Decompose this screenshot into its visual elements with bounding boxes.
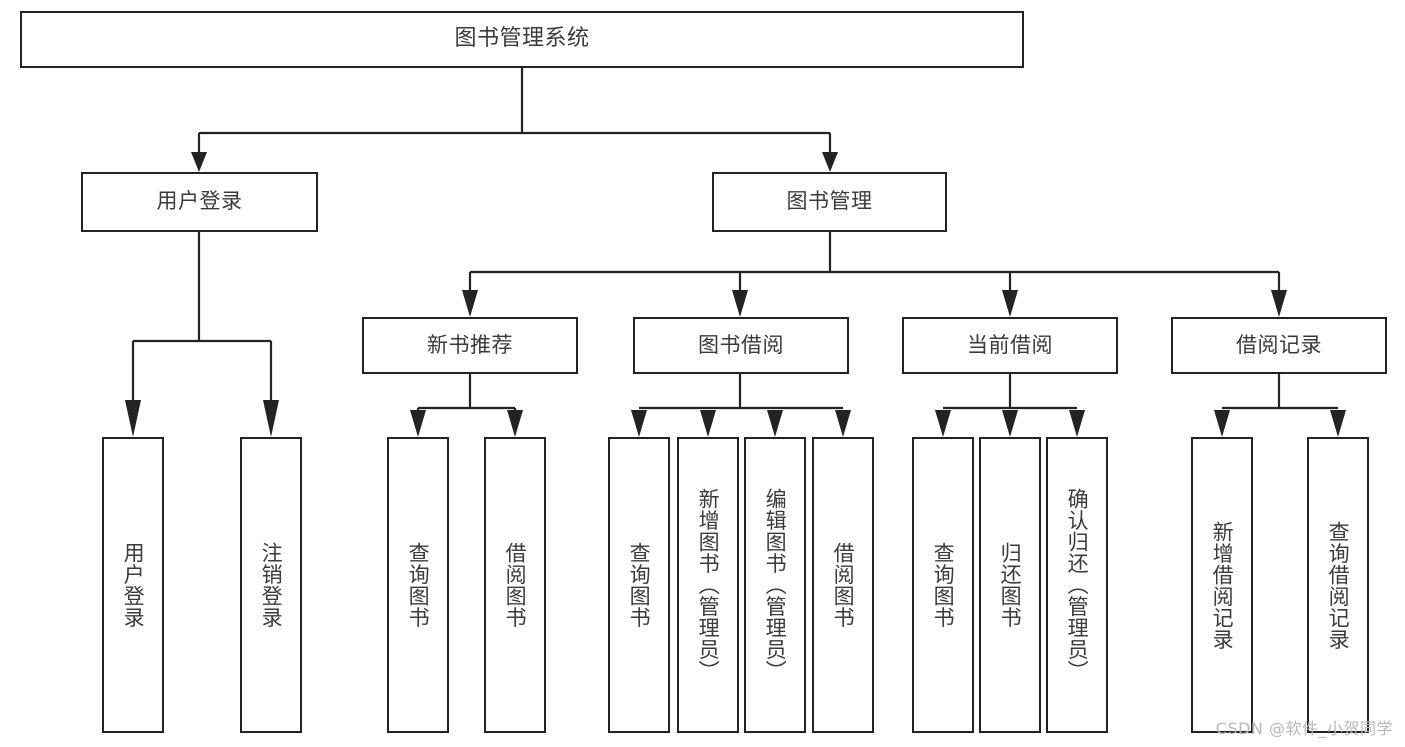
- leaf-nbr-borrow-book[interactable]: 借阅图书: [484, 437, 546, 733]
- node-user-login[interactable]: 用户登录: [81, 172, 318, 232]
- arrowhead-new-book: [462, 290, 478, 317]
- leaf-nbr-query-book[interactable]: 查询图书: [387, 437, 449, 733]
- arrowhead-nbr-leaf1: [410, 410, 426, 437]
- arrowhead-bb-leaf2: [700, 410, 716, 437]
- leaf-bb-add-book-admin[interactable]: 新增图书（管理员）: [677, 437, 739, 733]
- arrowhead-bb-leaf1: [631, 410, 647, 437]
- leaf-bb-edit-book-admin[interactable]: 编辑图书（管理员）: [744, 437, 806, 733]
- arrowhead-current-borrow: [1002, 290, 1018, 317]
- leaf-bb-query-book[interactable]: 查询图书: [608, 437, 670, 733]
- node-book-borrow[interactable]: 图书借阅: [633, 317, 849, 374]
- leaf-user-login[interactable]: 用户登录: [102, 437, 164, 733]
- leaf-cb-return-book[interactable]: 归还图书: [979, 437, 1041, 733]
- arrowhead-bb-leaf4: [835, 410, 851, 437]
- leaf-br-query-record[interactable]: 查询借阅记录: [1307, 437, 1369, 733]
- arrowhead-leaf-user-login: [125, 400, 141, 437]
- arrowhead-nbr-leaf2: [507, 410, 523, 437]
- leaf-cb-confirm-return-admin[interactable]: 确认归还（管理员）: [1046, 437, 1108, 733]
- arrowhead-br-leaf1: [1214, 410, 1230, 437]
- node-new-book-recommend[interactable]: 新书推荐: [362, 317, 578, 374]
- arrowhead-br-leaf2: [1330, 410, 1346, 437]
- node-root[interactable]: 图书管理系统: [20, 11, 1024, 68]
- arrowhead-bb-leaf3: [767, 410, 783, 437]
- arrowhead-book-borrow: [732, 290, 748, 317]
- arrowhead-cb-leaf1: [935, 410, 951, 437]
- leaf-logout[interactable]: 注销登录: [240, 437, 302, 733]
- leaf-br-add-record[interactable]: 新增借阅记录: [1191, 437, 1253, 733]
- arrowhead-user-login: [191, 152, 207, 172]
- watermark-text: CSDN @软件_小贺同学: [1215, 719, 1393, 738]
- node-book-manage[interactable]: 图书管理: [712, 172, 947, 232]
- arrowhead-cb-leaf3: [1069, 410, 1085, 437]
- arrowhead-borrow-record: [1271, 290, 1287, 317]
- leaf-cb-query-book[interactable]: 查询图书: [912, 437, 974, 733]
- node-current-borrow[interactable]: 当前借阅: [902, 317, 1118, 374]
- arrowhead-cb-leaf2: [1002, 410, 1018, 437]
- node-borrow-record[interactable]: 借阅记录: [1171, 317, 1387, 374]
- arrowhead-leaf-logout: [263, 400, 279, 437]
- arrowhead-book-manage: [822, 152, 838, 172]
- leaf-bb-borrow-book[interactable]: 借阅图书: [812, 437, 874, 733]
